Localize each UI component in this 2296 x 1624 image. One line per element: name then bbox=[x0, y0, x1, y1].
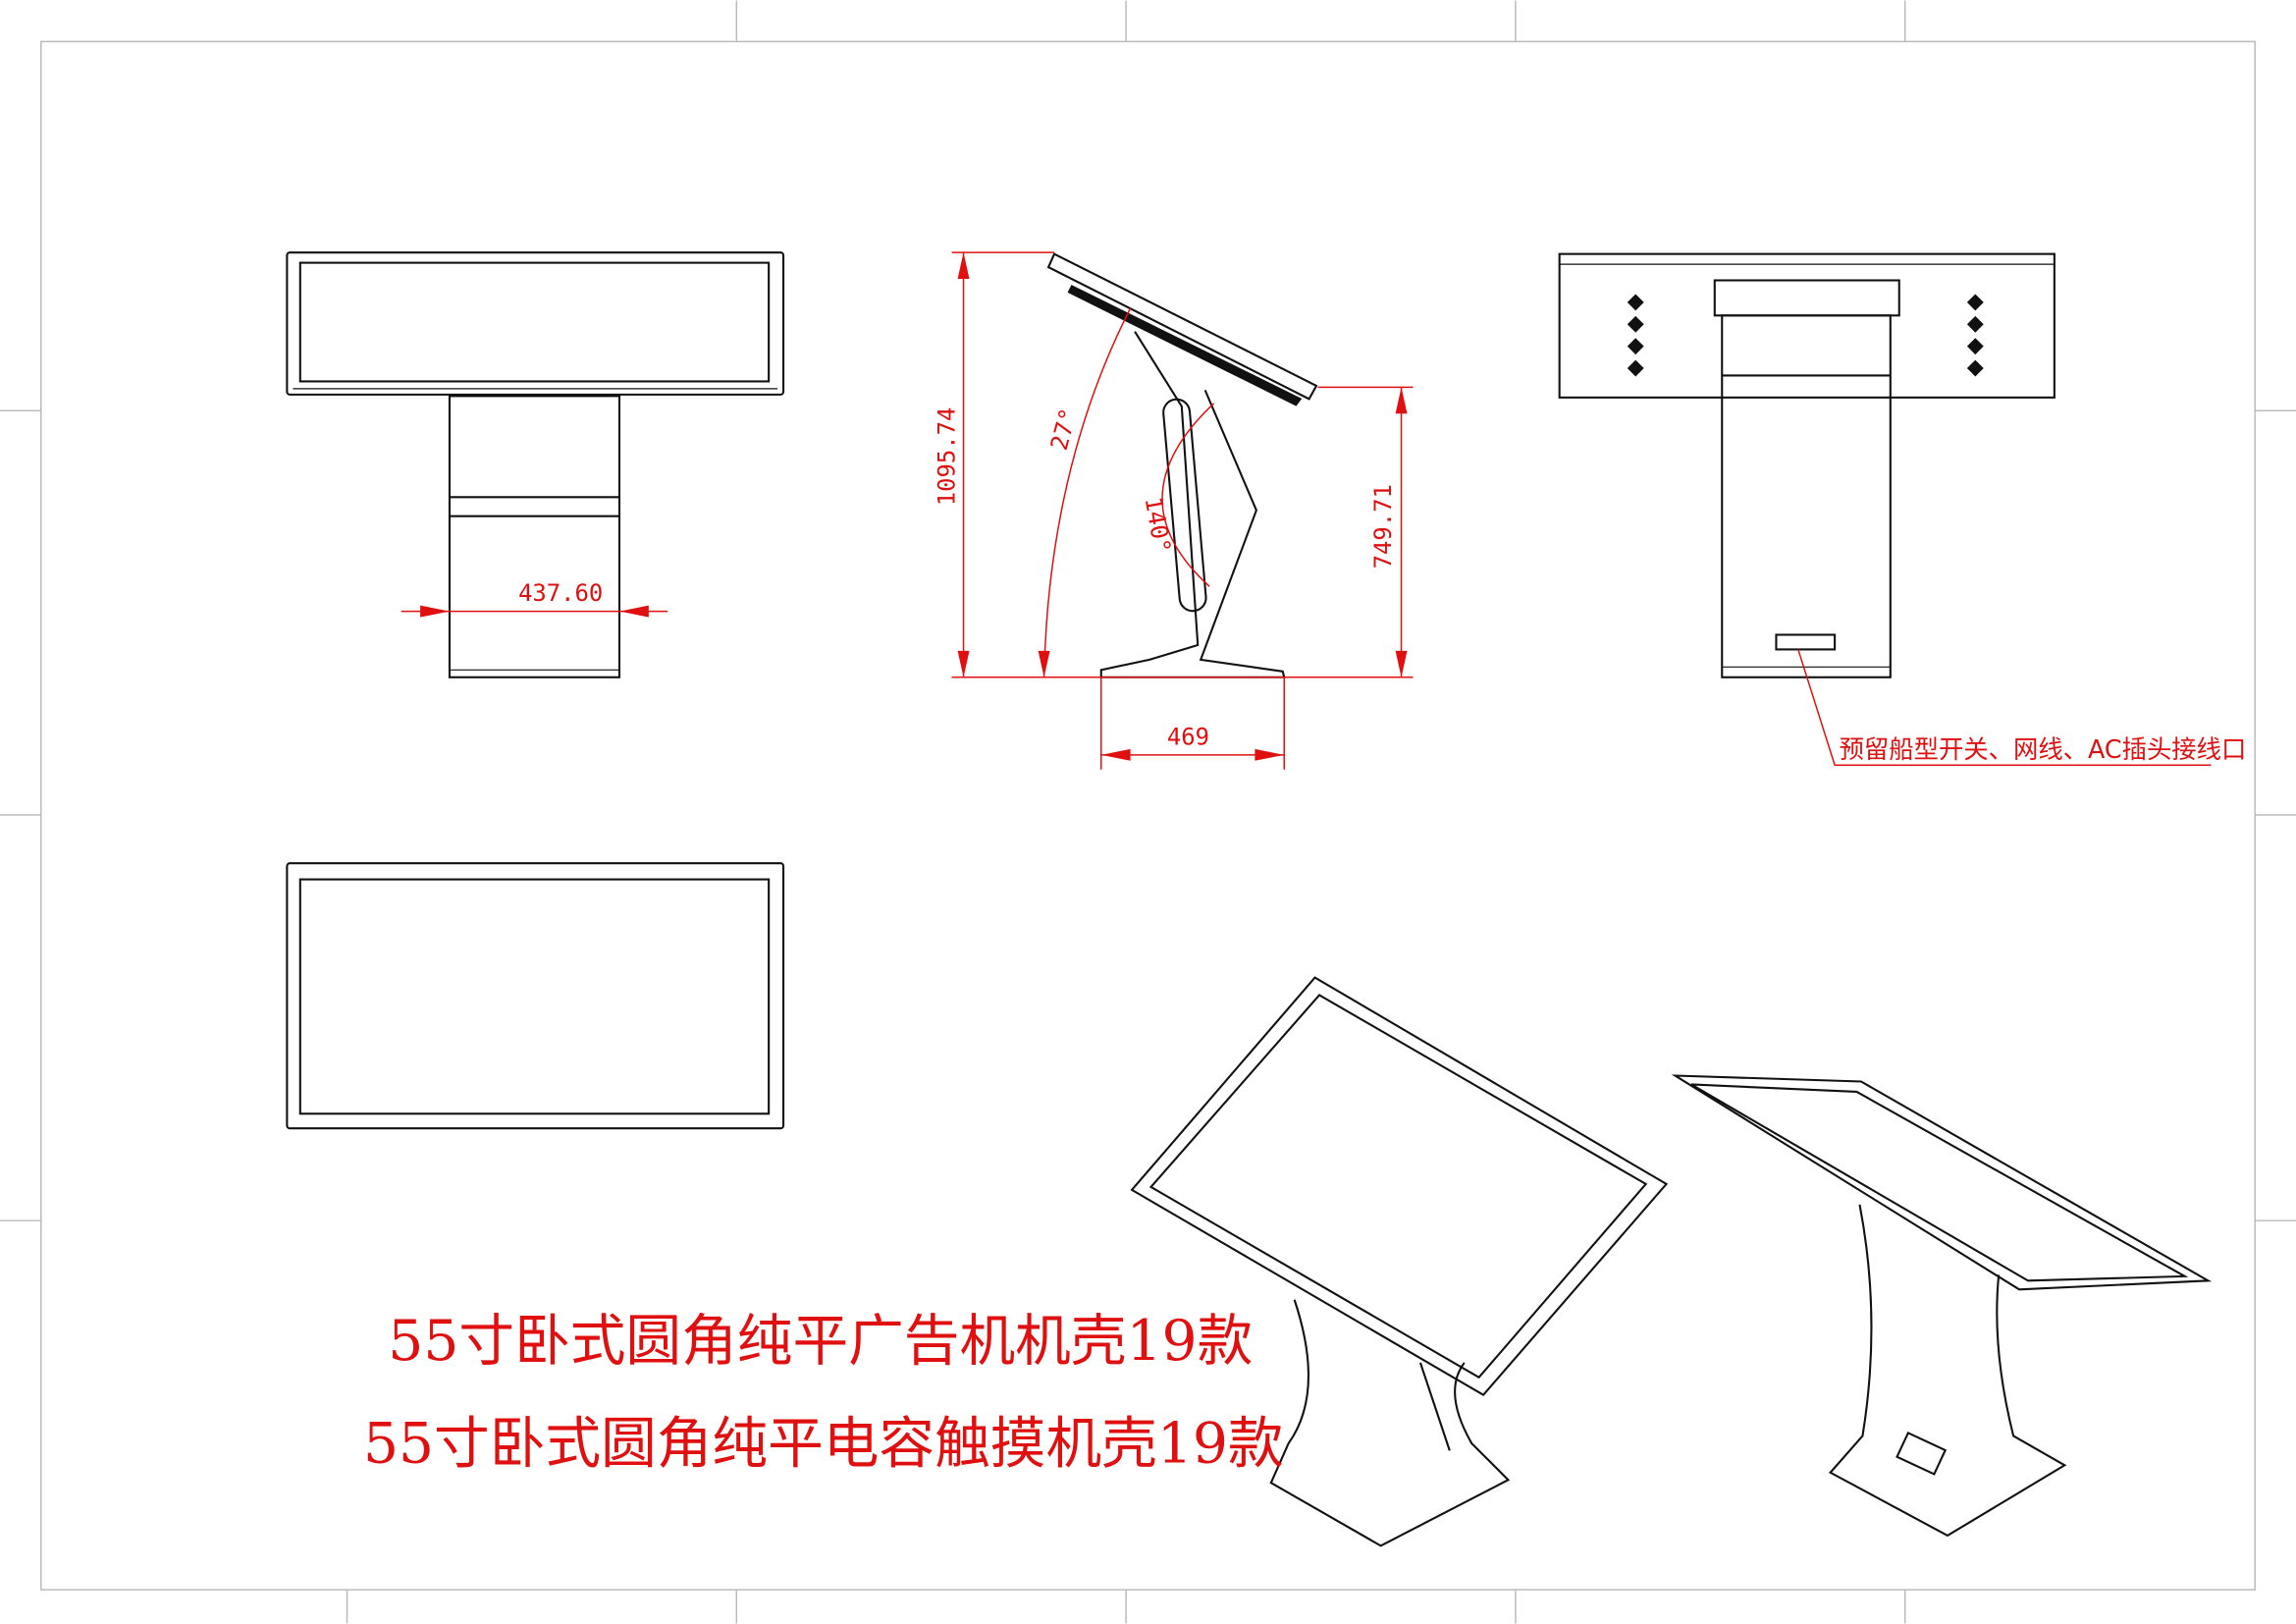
side-view: 1095.74 749.71 27° 140° 469 bbox=[934, 251, 1414, 770]
title-line-1: 55寸卧式圆角纯平广告机机壳19款 bbox=[388, 1309, 1253, 1374]
stand-width-dimension: 437.60 bbox=[518, 579, 603, 607]
isometric-rear-view bbox=[1671, 1074, 2213, 1538]
front-height-dimension: 749.71 bbox=[1369, 484, 1397, 568]
port-annotation: 预留船型开关、网线、AC插头接线口 bbox=[1840, 734, 2247, 764]
power-port-panel bbox=[1775, 633, 1837, 651]
top-view bbox=[286, 862, 785, 1130]
front-view: 437.60 bbox=[286, 251, 785, 678]
rear-view: 预留船型开关、网线、AC插头接线口 bbox=[1558, 252, 2247, 767]
title-line-2: 55寸卧式圆角纯平电容触摸机壳19款 bbox=[363, 1411, 1284, 1476]
base-depth-dimension: 469 bbox=[1167, 723, 1209, 750]
isometric-front-view bbox=[1130, 976, 1669, 1547]
total-height-dimension: 1095.74 bbox=[934, 407, 961, 507]
